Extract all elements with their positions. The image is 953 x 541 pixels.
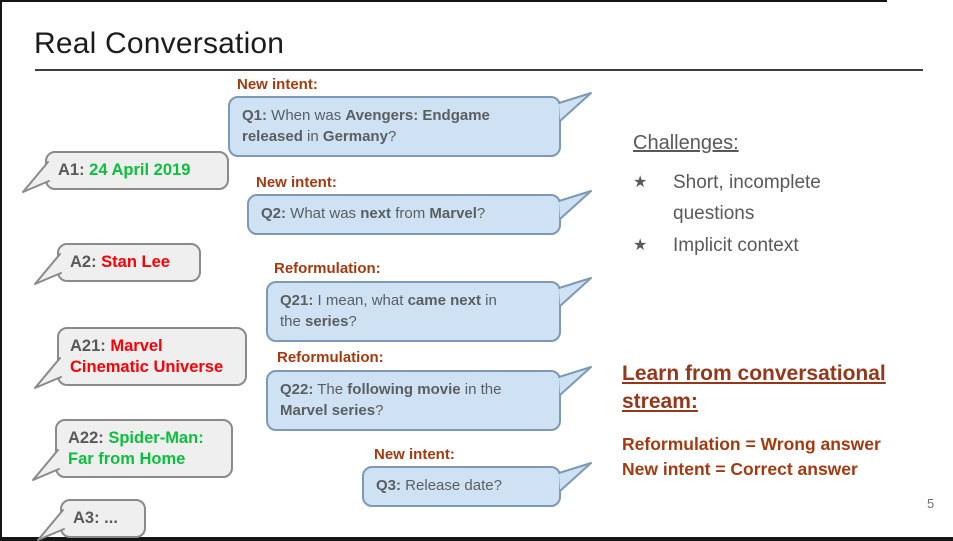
- challenges-section: Challenges: ★ Short, incomplete question…: [633, 132, 895, 261]
- message-text: next: [360, 205, 392, 222]
- message-text: ?: [476, 205, 486, 222]
- message-text: Cinematic Universe: [70, 357, 224, 376]
- answer-bubble-a3: A3: ...: [37, 499, 146, 541]
- message-text: ?: [375, 401, 384, 419]
- intent-label-q21: Reformulation:: [274, 260, 381, 277]
- message-text: Marvel: [105, 337, 163, 355]
- intent-label-q1: New intent:: [237, 76, 318, 93]
- question-bubble-q21: Q21: I mean, what came next in the serie…: [266, 277, 592, 343]
- title-divider: [35, 69, 923, 71]
- message-text: Germany: [322, 127, 388, 145]
- message-text: following movie: [347, 381, 461, 398]
- message-id: A2:: [70, 253, 97, 271]
- message-text: 24 April 2019: [84, 161, 191, 179]
- message-id: Q21:: [280, 292, 314, 309]
- message-text: Release date?: [401, 477, 502, 494]
- intent-label-q3: New intent:: [374, 446, 455, 463]
- learn-section: Learn from conversational stream: Reform…: [622, 360, 940, 482]
- message-id: A22:: [68, 429, 104, 447]
- message-text: The: [313, 381, 348, 398]
- question-bubble-q3: Q3: Release date?: [362, 462, 592, 507]
- message-id: Q1:: [242, 107, 268, 124]
- message-text: series: [305, 312, 349, 330]
- message-text: came next: [407, 292, 481, 309]
- bubble-tail-icon: [37, 508, 65, 541]
- message-text: released: [242, 127, 303, 145]
- message-text: from: [391, 205, 430, 222]
- bubble-tail-icon: [34, 252, 62, 285]
- message-text: ?: [348, 312, 357, 330]
- answer-bubble-a1: A1: 24 April 2019: [22, 151, 229, 193]
- bubble-tail-icon: [34, 357, 62, 390]
- message-id: Q22:: [280, 381, 314, 398]
- slide-border-left: [0, 0, 2, 541]
- message-id: A1:: [58, 161, 85, 179]
- list-item: ★ Implicit context: [633, 230, 895, 261]
- message-text: Marvel: [429, 205, 477, 222]
- message-text: in: [302, 127, 323, 145]
- message-text: I mean, what: [313, 292, 408, 309]
- bubble-tail-icon: [22, 160, 50, 193]
- challenges-heading: Challenges:: [633, 132, 739, 154]
- bubble-tail-icon: [558, 277, 592, 307]
- star-bullet-icon: ★: [633, 236, 648, 254]
- message-text: ...: [99, 509, 118, 527]
- answer-bubble-a22: A22: Spider-Man: Far from Home: [32, 419, 233, 482]
- star-bullet-icon: ★: [633, 174, 648, 191]
- question-bubble-q22: Q22: The following movie in the Marvel s…: [266, 366, 592, 432]
- message-text: Avengers: Endgame: [345, 107, 490, 124]
- message-text: the: [280, 312, 306, 330]
- message-id: A3:: [73, 509, 100, 527]
- page-number: 5: [927, 496, 935, 511]
- learn-rules: Reformulation = Wrong answer New intent …: [622, 432, 940, 483]
- challenge-item-text: Short, incomplete questions: [673, 172, 821, 225]
- message-text: Marvel series: [280, 401, 376, 419]
- bubble-tail-icon: [558, 462, 592, 492]
- learn-rule-new-intent: New intent = Correct answer: [622, 459, 858, 480]
- answer-bubble-a21: A21: Marvel Cinematic Universe: [34, 327, 247, 390]
- page-title: Real Conversation: [34, 27, 285, 60]
- answer-bubble-a2: A2: Stan Lee: [34, 243, 201, 285]
- list-item: ★ Short, incomplete questions: [633, 167, 895, 230]
- bubble-tail-icon: [558, 366, 592, 396]
- slide-border-bottom: [0, 537, 953, 541]
- message-id: A21:: [70, 337, 106, 355]
- learn-heading: Learn from conversational stream:: [622, 362, 886, 414]
- bubble-tail-icon: [32, 449, 60, 482]
- learn-rule-reformulation: Reformulation = Wrong answer: [622, 433, 881, 454]
- message-id: Q3:: [376, 477, 402, 494]
- bubble-tail-icon: [558, 190, 592, 220]
- message-text: ?: [387, 127, 397, 145]
- challenge-item-text: Implicit context: [673, 234, 799, 256]
- message-text: Spider-Man:: [103, 429, 204, 447]
- message-text: When was: [267, 107, 346, 124]
- message-text: What was: [286, 205, 361, 222]
- bubble-tail-icon: [558, 92, 592, 122]
- message-id: Q2:: [261, 205, 287, 222]
- message-text: Stan Lee: [96, 253, 170, 271]
- slide-border-top: [0, 0, 887, 2]
- message-text: in the: [460, 381, 502, 398]
- question-bubble-q2: Q2: What was next from Marvel?: [247, 190, 592, 235]
- challenges-list: ★ Short, incomplete questions ★ Implicit…: [633, 167, 895, 261]
- intent-label-q22: Reformulation:: [277, 349, 384, 366]
- question-bubble-q1: Q1: When was Avengers: Endgame released …: [228, 92, 592, 158]
- message-text: Far from Home: [68, 449, 186, 468]
- intent-label-q2: New intent:: [256, 174, 337, 191]
- message-text: in: [480, 292, 497, 309]
